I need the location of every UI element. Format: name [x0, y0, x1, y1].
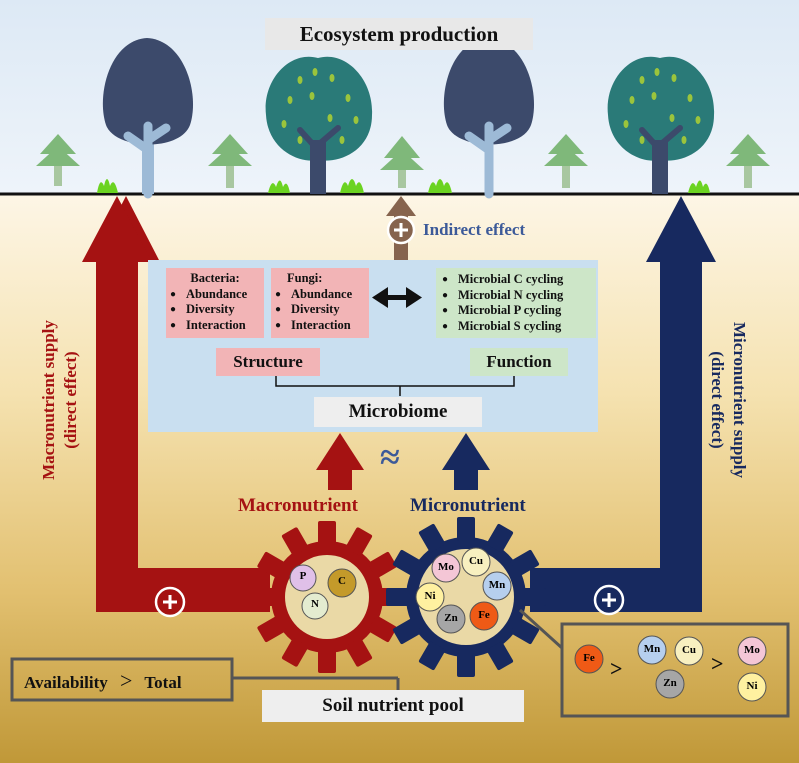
bacteria-list: Abundance Diversity Interaction	[170, 287, 260, 334]
element-zn-label: Zn	[444, 612, 458, 624]
total-word: Total	[144, 673, 182, 692]
element-fe	[469, 601, 499, 631]
macronutrient-up-arrow	[316, 433, 364, 490]
bacteria-item: Interaction	[170, 318, 260, 334]
rank-ni	[737, 672, 767, 702]
fungi-list: Abundance Diversity Interaction	[275, 287, 365, 334]
ecosystem-production-title: Ecosystem production	[265, 18, 533, 50]
bacteria-item: Abundance	[170, 287, 260, 303]
rank-zn-label: Zn	[663, 677, 677, 689]
fungi-heading: Fungi:	[287, 271, 323, 285]
greater-than-symbol: >	[120, 668, 133, 693]
rank-mn	[637, 635, 667, 665]
element-ni	[415, 582, 445, 612]
micronutrient-label: Micronutrient	[410, 495, 526, 516]
element-zn	[436, 604, 466, 634]
teal-tree-2	[607, 56, 715, 194]
macro-supply-line-2: (direct effect)	[61, 351, 80, 449]
function-item: Microbial C cycling	[442, 272, 590, 288]
functions-list: Microbial C cycling Microbial N cycling …	[442, 272, 590, 334]
small-pine-trees	[36, 134, 770, 188]
rank-fe-label: Fe	[583, 652, 595, 664]
element-c	[327, 568, 357, 598]
rank-cu-label: Cu	[681, 644, 697, 656]
plus-circle-indirect	[386, 215, 416, 245]
micro-supply-line-2: (direct effect)	[708, 351, 727, 449]
ranking-circles	[574, 635, 767, 702]
micro-supply-line-1: Micronutrient supply	[730, 321, 749, 479]
function-item: Microbial S cycling	[442, 319, 590, 335]
availability-word: Availability	[24, 673, 108, 692]
availability-text: Availability > Total	[24, 668, 182, 694]
dark-tree-2	[443, 38, 535, 199]
plus-circle-macro	[154, 586, 186, 618]
rank-ni-label: Ni	[746, 680, 758, 692]
rank-cu	[674, 636, 704, 666]
micronutrient-supply-label: Micronutrient supply (direct effect)	[706, 322, 750, 478]
element-p	[289, 564, 317, 592]
element-mn-label: Mn	[488, 579, 506, 591]
rank-gt-1: >	[610, 656, 623, 681]
element-fe-label: Fe	[478, 609, 490, 621]
element-n-label: N	[311, 598, 319, 610]
rank-mo-label: Mo	[744, 644, 760, 656]
function-item: Microbial P cycling	[442, 303, 590, 319]
pine-tree	[208, 134, 252, 188]
bacteria-item: Diversity	[170, 302, 260, 318]
bacteria-heading: Bacteria:	[190, 271, 240, 285]
function-label: Function	[470, 348, 568, 376]
soil-nutrient-pool-label: Soil nutrient pool	[262, 690, 524, 722]
structure-label: Structure	[216, 348, 320, 376]
micronutrient-up-arrow	[442, 433, 490, 490]
pine-tree	[726, 134, 770, 188]
element-c-label: C	[338, 575, 346, 587]
connector-lines	[232, 608, 564, 690]
element-cu-label: Cu	[468, 555, 484, 567]
fungi-item: Interaction	[275, 318, 365, 334]
element-mn	[482, 571, 512, 601]
macro-element-circles	[289, 564, 357, 620]
micro-element-circles	[415, 547, 512, 634]
dark-tree-1	[102, 38, 194, 199]
macro-supply-line-1: Macronutrient supply	[39, 320, 58, 480]
grass-tufts	[97, 179, 710, 193]
rank-mn-label: Mn	[643, 643, 661, 655]
rank-fe	[574, 644, 604, 674]
rank-gt-2: >	[711, 651, 724, 676]
macronutrient-label: Macronutrient	[238, 495, 358, 516]
pine-tree	[36, 134, 80, 186]
ranking-box	[560, 622, 790, 718]
element-p-label: P	[299, 570, 307, 582]
rank-zn	[655, 669, 685, 699]
approximately-equal-symbol: ≈	[380, 437, 400, 477]
pine-tree	[544, 134, 588, 188]
fungi-item: Diversity	[275, 302, 365, 318]
microbial-functions-box: Microbial C cycling Microbial N cycling …	[436, 268, 596, 338]
function-item: Microbial N cycling	[442, 288, 590, 304]
structure-function-bracket	[275, 376, 515, 396]
pine-tree	[380, 136, 424, 188]
element-ni-label: Ni	[424, 590, 436, 602]
element-mo	[431, 553, 461, 583]
double-arrow	[372, 287, 422, 308]
microbiome-label: Microbiome	[314, 397, 482, 427]
macronutrient-supply-arrow	[82, 196, 270, 612]
fungi-box: Fungi: Abundance Diversity Interaction	[271, 268, 369, 338]
macronutrient-supply-label: Macronutrient supply (direct effect)	[38, 320, 82, 480]
rank-mo	[737, 636, 767, 666]
element-mo-label: Mo	[438, 561, 454, 573]
indirect-effect-label: Indirect effect	[423, 220, 526, 239]
availability-box	[10, 657, 234, 702]
fungi-item: Abundance	[275, 287, 365, 303]
teal-tree-1	[265, 56, 373, 194]
element-cu	[461, 547, 491, 577]
plus-circle-micro	[593, 584, 625, 616]
bacteria-box: Bacteria: Abundance Diversity Interactio…	[166, 268, 264, 338]
element-n	[301, 592, 329, 620]
